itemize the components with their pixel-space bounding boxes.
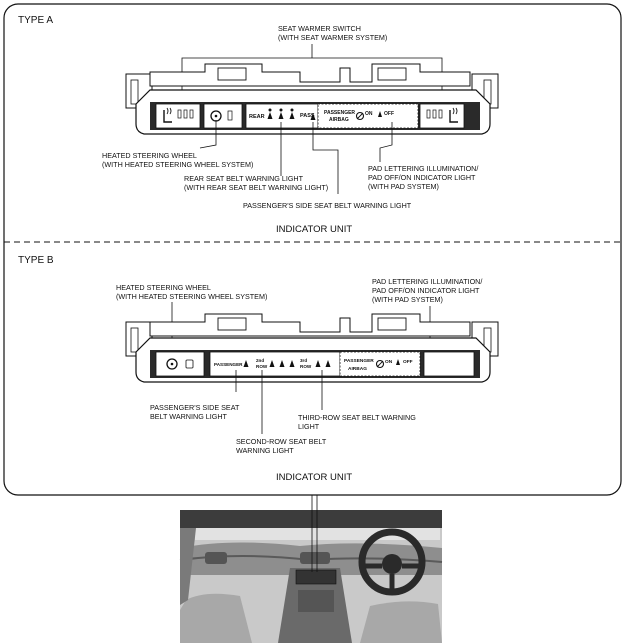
- type-b-second-row-label: SECOND-ROW SEAT BELT WARNING LIGHT: [236, 437, 327, 455]
- type-a-unit-caption: INDICATOR UNIT: [276, 224, 352, 235]
- type-b-pad-label: PAD LETTERING ILLUMINATION/ PAD OFF/ON I…: [372, 277, 482, 304]
- svg-text:SECOND-ROW SEAT BELT: SECOND-ROW SEAT BELT: [236, 437, 327, 446]
- svg-text:(WITH HEATED STEERING WHEEL SY: (WITH HEATED STEERING WHEEL SYSTEM): [116, 292, 267, 301]
- svg-text:SEAT WARMER SWITCH: SEAT WARMER SWITCH: [278, 24, 361, 33]
- type-b-heated-steering-label: HEATED STEERING WHEEL (WITH HEATED STEER…: [116, 283, 267, 301]
- svg-text:(WITH HEATED STEERING WHEEL SY: (WITH HEATED STEERING WHEEL SYSTEM): [102, 160, 253, 169]
- type-a-pad-label: PAD LETTERING ILLUMINATION/ PAD OFF/ON I…: [368, 164, 478, 191]
- svg-text:HEATED STEERING WHEEL: HEATED STEERING WHEEL: [102, 151, 197, 160]
- svg-text:LIGHT: LIGHT: [298, 422, 320, 431]
- seat-heater-icon: [163, 107, 172, 123]
- airbag-off-icon: [355, 111, 365, 121]
- svg-text:PASSENGER: PASSENGER: [344, 358, 374, 364]
- svg-text:PASS: PASS: [300, 113, 315, 119]
- type-b-indicator-unit: PASSENGER 2nd ROW 3rd ROW PASSENGER AIRB…: [125, 313, 499, 383]
- svg-text:AIRBAG: AIRBAG: [329, 117, 349, 123]
- type-b-passenger-belt-label: PASSENGER'S SIDE SEAT BELT WARNING LIGHT: [150, 403, 240, 421]
- type-b-title: TYPE B: [18, 255, 54, 266]
- svg-text:PASSENGER: PASSENGER: [324, 110, 355, 116]
- type-a-indicator-unit: REAR PASS PASSENGER AIRBAG ON OFF: [125, 63, 499, 135]
- leader-a-steering: [199, 120, 217, 149]
- svg-text:PAD LETTERING ILLUMINATION/: PAD LETTERING ILLUMINATION/: [372, 277, 482, 286]
- type-b-third-row-label: THIRD-ROW SEAT BELT WARNING LIGHT: [298, 413, 416, 431]
- type-a-title: TYPE A: [18, 15, 53, 26]
- svg-text:PASSENGER'S SIDE SEAT BELT WAR: PASSENGER'S SIDE SEAT BELT WARNING LIGHT: [243, 201, 412, 210]
- svg-text:REAR: REAR: [249, 114, 265, 120]
- svg-text:THIRD-ROW SEAT BELT WARNING: THIRD-ROW SEAT BELT WARNING: [298, 413, 416, 422]
- svg-text:ROW: ROW: [300, 364, 312, 369]
- svg-text:(WITH PAD SYSTEM): (WITH PAD SYSTEM): [372, 295, 443, 304]
- svg-text:PASSENGER: PASSENGER: [214, 362, 243, 367]
- svg-text:REAR SEAT BELT WARNING LIGHT: REAR SEAT BELT WARNING LIGHT: [184, 174, 304, 183]
- svg-text:ON: ON: [385, 359, 393, 365]
- leader-a-passenger: [312, 122, 339, 194]
- type-a-seat-warmer-label: SEAT WARMER SWITCH (WITH SEAT WARMER SYS…: [278, 24, 387, 42]
- svg-text:AIRBAG: AIRBAG: [348, 366, 367, 372]
- svg-text:OFF: OFF: [403, 359, 413, 365]
- type-b-unit-caption: INDICATOR UNIT: [276, 472, 352, 483]
- svg-text:(WITH SEAT WARMER SYSTEM): (WITH SEAT WARMER SYSTEM): [278, 33, 387, 42]
- svg-text:(WITH REAR SEAT BELT WARNING L: (WITH REAR SEAT BELT WARNING LIGHT): [184, 183, 328, 192]
- svg-text:BELT WARNING LIGHT: BELT WARNING LIGHT: [150, 412, 228, 421]
- type-a-rear-belt-label: REAR SEAT BELT WARNING LIGHT (WITH REAR …: [184, 174, 328, 192]
- leader-a-pad: [379, 122, 393, 162]
- svg-text:PAD LETTERING ILLUMINATION/: PAD LETTERING ILLUMINATION/: [368, 164, 478, 173]
- dashboard-photo: [179, 510, 443, 643]
- svg-text:PAD OFF/ON INDICATOR LIGHT: PAD OFF/ON INDICATOR LIGHT: [372, 286, 480, 295]
- svg-text:3rd: 3rd: [300, 358, 307, 363]
- svg-text:PAD OFF/ON INDICATOR LIGHT: PAD OFF/ON INDICATOR LIGHT: [368, 173, 476, 182]
- svg-text:PASSENGER'S SIDE SEAT: PASSENGER'S SIDE SEAT: [150, 403, 240, 412]
- svg-text:HEATED STEERING WHEEL: HEATED STEERING WHEEL: [116, 283, 211, 292]
- type-a-passenger-belt-label: PASSENGER'S SIDE SEAT BELT WARNING LIGHT: [243, 201, 412, 210]
- svg-text:ROW: ROW: [256, 364, 268, 369]
- seat-belt-icon: [267, 108, 295, 119]
- svg-text:(WITH PAD SYSTEM): (WITH PAD SYSTEM): [368, 182, 439, 191]
- svg-text:WARNING LIGHT: WARNING LIGHT: [236, 446, 294, 455]
- svg-text:ON: ON: [365, 111, 373, 117]
- svg-text:OFF: OFF: [384, 111, 394, 117]
- type-a-heated-steering-label: HEATED STEERING WHEEL (WITH HEATED STEER…: [102, 151, 253, 169]
- svg-text:2nd: 2nd: [256, 358, 264, 363]
